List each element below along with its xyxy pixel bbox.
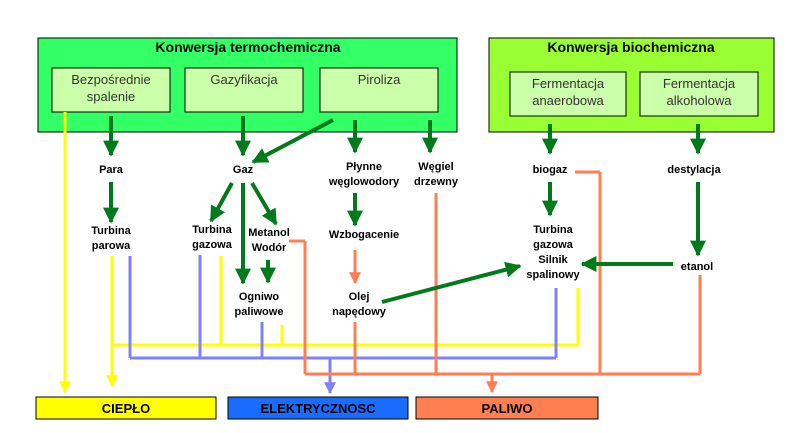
node-liquid-hydrocarbons-1: Płynne: [346, 161, 382, 173]
node-gas: Gaz: [233, 164, 254, 176]
node-biogas: biogaz: [533, 164, 568, 176]
gasification-box: [184, 67, 304, 113]
node-diesel-1: Olej: [349, 291, 370, 303]
node-gas-turbine-2: gazowa: [192, 239, 233, 251]
alcohol-fermentation-box: [639, 71, 759, 117]
fuel-flow-lines: [289, 170, 702, 394]
node-distillation: destylacja: [667, 164, 721, 176]
direct-combustion-label-1: Bezpośrednie: [71, 72, 151, 87]
node-gas-turbine-1: Turbina: [192, 224, 232, 236]
process-arrows: [103, 116, 706, 304]
direct-combustion-box: [51, 67, 171, 113]
electricity-flow-lines: [128, 255, 558, 395]
node-engine-2: gazowa: [533, 239, 574, 251]
node-methanol-2: Wodór: [252, 242, 287, 254]
alcohol-fermentation-label-1: Fermentacja: [663, 76, 736, 91]
gasification-label: Gazyfikacja: [210, 72, 278, 87]
node-liquid-hydrocarbons-2: węglowodory: [328, 176, 400, 188]
node-charcoal-1: Węgiel: [418, 161, 453, 173]
anaerobic-fermentation-label-1: Fermentacja: [532, 76, 605, 91]
heat-flow-lines: [59, 112, 580, 394]
node-fuel-cells-1: Ogniwo: [239, 291, 280, 303]
node-steam-turbine-1: Turbina: [91, 225, 131, 237]
biochemical-title: Konwersja biochemiczna: [547, 39, 714, 55]
node-steam-turbine-2: parowa: [92, 240, 131, 252]
output-fuel-label: PALIWO: [481, 401, 532, 416]
node-charcoal-2: drzewny: [414, 176, 459, 188]
node-steam: Para: [99, 164, 124, 176]
direct-combustion-label-2: spalenie: [87, 89, 135, 104]
output-electricity-box: [227, 396, 409, 420]
node-fuel-cells-2: paliwowe: [235, 306, 284, 318]
node-enrichment: Wzbogacenie: [329, 229, 399, 241]
output-heat-label: CIEPŁO: [102, 401, 150, 416]
pyrolysis-label: Piroliza: [358, 72, 401, 87]
node-diesel-2: napędowy: [332, 306, 387, 318]
output-electricity-label: ELEKTRYCZNOSC: [260, 401, 376, 416]
anaerobic-fermentation-label-2: anaerobowa: [532, 93, 604, 108]
output-fuel-box: [415, 396, 599, 420]
node-engine-1: Turbina: [533, 224, 573, 236]
node-ethanol: etanol: [681, 261, 713, 273]
thermochemical-title: Konwersja termochemiczna: [155, 39, 340, 55]
pyrolysis-box: [319, 67, 439, 113]
alcohol-fermentation-label-2: alkoholowa: [666, 93, 732, 108]
anaerobic-fermentation-box: [509, 71, 627, 117]
node-methanol-1: Metanol: [248, 227, 290, 239]
output-heat-box: [35, 396, 217, 420]
node-engine-4: spalinowy: [526, 269, 580, 281]
node-engine-3: Silnik: [538, 254, 568, 266]
